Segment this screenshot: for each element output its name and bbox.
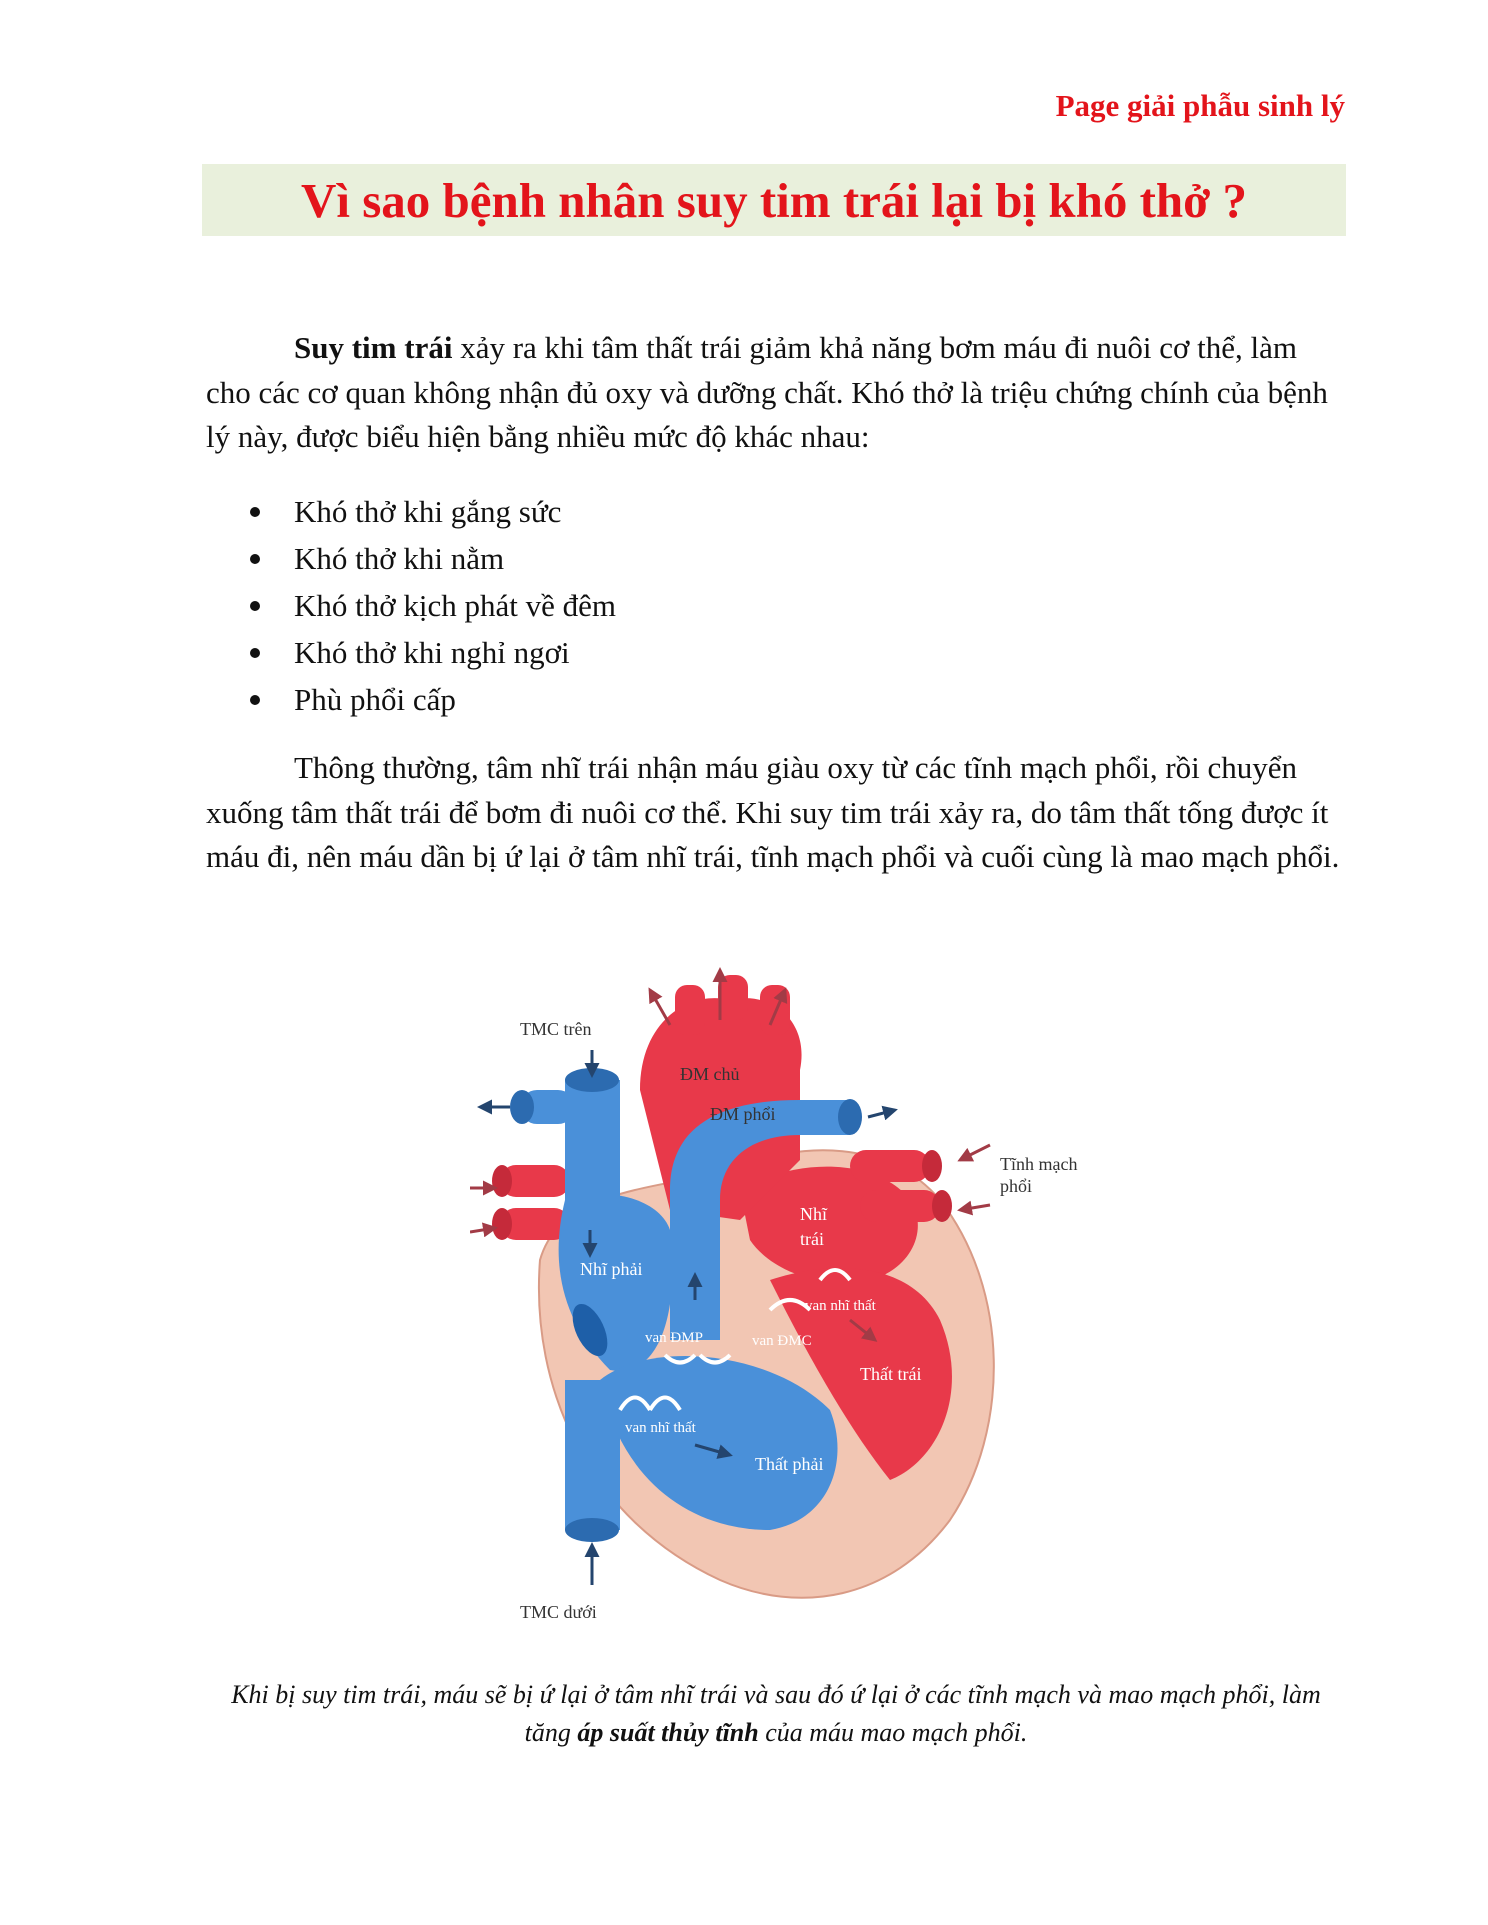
list-item: Phù phổi cấp [206,676,616,723]
ivc-shape [565,1380,620,1530]
intro-paragraph: Suy tim trái xảy ra khi tâm thất trái gi… [206,326,1346,460]
label-pulmonary-veins-1: Tĩnh mạch [1000,1154,1077,1174]
symptom-list: Khó thở khi gắng sức Khó thở khi nằm Khó… [206,488,616,723]
title-banner: Vì sao bệnh nhân suy tim trái lại bị khó… [202,164,1346,236]
label-left-ventricle: Thất trái [860,1364,921,1384]
label-pulmonary-veins-2: phổi [1000,1176,1032,1196]
pulmonary-artery-shape [670,1100,850,1340]
explanation-paragraph: Thông thường, tâm nhĩ trái nhận máu giàu… [206,746,1346,880]
label-pulmonary-artery: ĐM phổi [710,1104,776,1124]
list-item: Khó thở kịch phát về đêm [206,582,616,629]
explanation-text: Thông thường, tâm nhĩ trái nhận máu giàu… [206,750,1340,874]
caption-text: Khi bị suy tim trái, máu sẽ bị ứ lại ở t… [231,1680,1321,1747]
left-ventricle-shape [770,1268,952,1480]
heart-diagram-svg: TMC trên ĐM chủ ĐM phổi Tĩnh mạch phổi N… [470,967,1077,1622]
caption-text-end: của máu mao mạch phổi. [758,1718,1028,1747]
list-item: Khó thở khi nghỉ ngơi [206,629,616,676]
label-ivc: TMC dưới [520,1602,597,1622]
label-right-atrium: Nhĩ phải [580,1259,643,1279]
label-right-ventricle: Thất phải [755,1454,823,1474]
heart-diagram: TMC trên ĐM chủ ĐM phổi Tĩnh mạch phổi N… [470,960,1110,1640]
list-item: Khó thở khi nằm [206,535,616,582]
label-tricuspid-valve: van nhĩ thất [625,1420,697,1436]
figure-caption: Khi bị suy tim trái, máu sẽ bị ứ lại ở t… [206,1676,1346,1752]
label-pulmonary-valve: van ĐMP [645,1330,703,1346]
label-aorta: ĐM chủ [680,1064,740,1084]
intro-text: xảy ra khi tâm thất trái giảm khả năng b… [206,330,1328,454]
label-aortic-valve: van ĐMC [752,1333,812,1349]
page-title: Vì sao bệnh nhân suy tim trái lại bị khó… [300,172,1248,228]
source-label: Page giải phẫu sinh lý [1055,88,1345,123]
intro-bold-term: Suy tim trái [294,330,453,365]
label-left-atrium-1: Nhĩ [800,1204,828,1224]
caption-bold: áp suất thủy tĩnh [577,1718,759,1747]
list-item: Khó thở khi gắng sức [206,488,616,535]
label-mitral-valve: van nhĩ thất [805,1298,877,1314]
label-svc: TMC trên [520,1019,592,1039]
label-left-atrium-2: trái [800,1229,824,1249]
